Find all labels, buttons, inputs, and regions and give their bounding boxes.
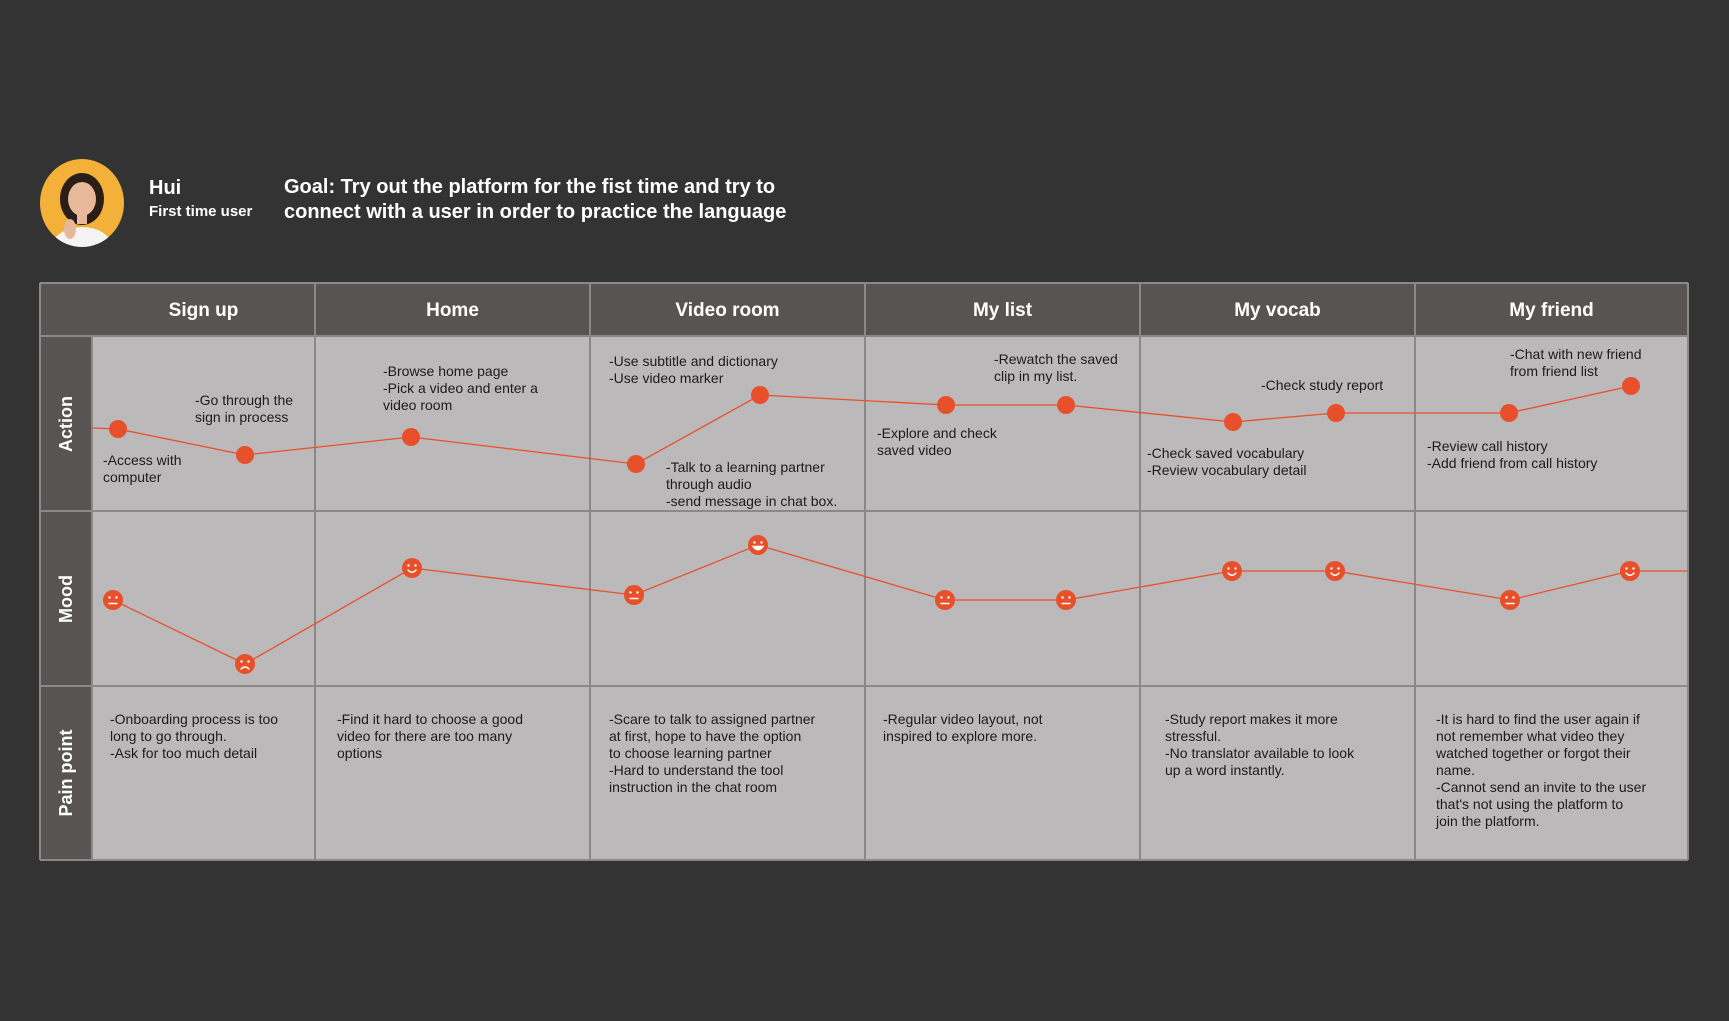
action-label: -Access with computer (103, 452, 182, 485)
action-label: -Use subtitle and dictionary -Use video … (609, 353, 778, 386)
action-point (1224, 413, 1242, 431)
mood-path (112, 544, 1688, 665)
persona-role: First time user (149, 203, 253, 220)
row-label-action: Action (56, 395, 76, 452)
action-label: -Review call history -Add friend from ca… (1427, 438, 1598, 471)
persona-name: Hui (149, 177, 182, 199)
pain-point-text: -Onboarding process is too long to go th… (110, 711, 279, 761)
mood-neutral-icon (103, 590, 123, 610)
action-point (1057, 396, 1075, 414)
action-label: -Explore and check saved video (877, 425, 997, 458)
action-path (91, 385, 1632, 465)
row-label-column (40, 336, 92, 860)
action-label: -Chat with new friend from friend list (1510, 346, 1642, 379)
mood-neutral-icon (1056, 590, 1076, 610)
action-point (751, 386, 769, 404)
action-label: -Browse home page -Pick a video and ente… (383, 363, 538, 413)
action-point (937, 396, 955, 414)
pain-point-text: -Regular video layout, not inspired to e… (883, 711, 1043, 744)
mood-happy-icon (1620, 561, 1640, 581)
mood-sad-icon (235, 654, 255, 674)
mood-happy-icon (1325, 561, 1345, 581)
action-label: -Rewatch the saved clip in my list. (994, 351, 1118, 384)
action-label: -Check saved vocabulary -Review vocabula… (1147, 445, 1307, 478)
pain-point-text: -It is hard to find the user again if no… (1436, 711, 1647, 829)
action-point (1327, 404, 1345, 422)
action-label: -Talk to a learning partner through audi… (666, 459, 838, 509)
action-label: -Check study report (1261, 377, 1384, 393)
grid-body (92, 336, 1688, 860)
stage-label-video-room: Video room (675, 300, 780, 321)
mood-very-happy-icon (748, 535, 768, 555)
action-point (236, 446, 254, 464)
mood-happy-icon (402, 558, 422, 578)
mood-neutral-icon (1500, 590, 1520, 610)
mood-neutral-icon (935, 590, 955, 610)
stage-label-sign-up: Sign up (168, 300, 239, 321)
action-label: -Go through the sign in process (195, 392, 294, 425)
persona-avatar (40, 159, 124, 247)
row-label-pain: Pain point (56, 729, 76, 817)
stage-label-my-vocab: My vocab (1234, 300, 1321, 321)
action-point (109, 420, 127, 438)
action-point (627, 455, 645, 473)
action-point (1500, 404, 1518, 422)
pain-point-text: -Scare to talk to assigned partner at fi… (609, 711, 816, 795)
pain-point-text: -Study report makes it more stressful. -… (1165, 711, 1355, 778)
action-point (1622, 377, 1640, 395)
pain-point-text: -Find it hard to choose a good video for… (337, 711, 524, 761)
persona-goal: Goal: Try out the platform for the fist … (284, 176, 787, 223)
stage-label-home: Home (426, 300, 479, 321)
stage-label-my-friend: My friend (1509, 300, 1594, 321)
stage-label-my-list: My list (972, 300, 1033, 321)
mood-neutral-icon (624, 585, 644, 605)
mood-happy-icon (1222, 561, 1242, 581)
action-point (402, 428, 420, 446)
row-label-mood: Mood (56, 574, 76, 623)
